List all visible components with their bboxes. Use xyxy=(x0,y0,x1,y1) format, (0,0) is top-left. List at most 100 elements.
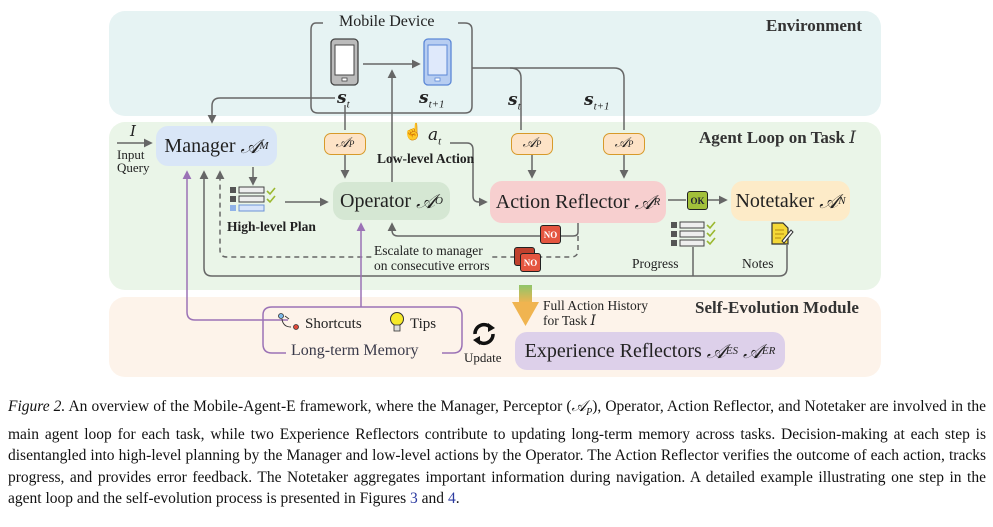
input-query-var: I xyxy=(130,122,136,141)
checkmark-icon xyxy=(266,195,276,204)
action-reflector-symbol: 𝒜 xyxy=(634,190,654,214)
state-next-label: st+1 xyxy=(419,88,445,110)
action-symbol: a xyxy=(428,125,439,145)
figure-caption: Figure 2. An overview of the Mobile-Agen… xyxy=(8,396,986,510)
progress-label: Progress xyxy=(632,256,679,271)
escalate-line2: on consecutive errors xyxy=(374,258,490,273)
lightbulb-icon xyxy=(390,312,404,332)
input-label-line2: Query xyxy=(117,160,150,175)
tap-hand-icon: ☝ xyxy=(403,124,423,141)
state-sub: t+1 xyxy=(593,100,610,113)
caption-text: . xyxy=(455,490,460,508)
shortcuts-label: Shortcuts xyxy=(305,316,362,332)
full-history-task-var: I xyxy=(590,313,596,329)
experience-reflectors-label: Experience Reflectors xyxy=(524,339,702,362)
checkmark-icon xyxy=(706,229,716,238)
experience-reflector-symbol: 𝒜 xyxy=(706,339,726,363)
low-level-action-label: Low-level Action xyxy=(377,151,475,166)
phone-icon-next xyxy=(423,38,452,86)
caption-text: and xyxy=(417,490,448,508)
checkmark-icon xyxy=(266,187,276,196)
experience-reflector-symbol: 𝒜 xyxy=(742,339,762,363)
input-var: I xyxy=(130,122,136,140)
connection-arrows xyxy=(117,22,788,354)
state-next-right-label: st+1 xyxy=(584,90,610,112)
state-sub: t xyxy=(517,100,521,113)
perceptor-symbol: 𝒜 xyxy=(522,136,536,151)
refresh-cycle-icon xyxy=(473,322,495,346)
operator-sub: O xyxy=(435,195,443,207)
caption-perceptor-sub: P xyxy=(586,407,593,419)
manager-symbol: 𝒜 xyxy=(240,134,260,158)
experience-reflector-sub: ER xyxy=(761,345,776,357)
state-symbol: s xyxy=(584,90,594,110)
notetaker-sub: N xyxy=(838,195,846,207)
full-history-line1: Full Action History xyxy=(543,298,649,313)
progress-list-icon xyxy=(671,221,716,247)
high-level-plan-label: High-level Plan xyxy=(227,219,316,234)
agent-loop-title-text: Agent Loop on Task xyxy=(699,128,845,147)
manager-label: Manager xyxy=(164,134,236,157)
caption-perceptor-symbol: 𝒜 xyxy=(571,397,587,415)
figure-ref-link[interactable]: 3 xyxy=(410,490,418,508)
action-sub: t xyxy=(438,135,442,148)
agent-loop-task-var: I xyxy=(849,128,856,148)
update-label: Update xyxy=(464,350,502,365)
caption-text: An overview of the Mobile-Agent-E framew… xyxy=(65,398,572,415)
agent-loop-title: Agent Loop on Task I xyxy=(699,128,856,148)
state-sub: t+1 xyxy=(428,98,445,111)
manager-sub: M xyxy=(259,140,269,152)
operator-symbol: 𝒜 xyxy=(416,189,436,213)
notetaker-symbol: 𝒜 xyxy=(819,189,839,213)
input-label-line1: Input xyxy=(117,147,145,162)
long-term-memory-frame xyxy=(262,306,463,354)
figure-label: Figure 2. xyxy=(8,398,66,415)
state-current-right-label: st xyxy=(508,90,521,112)
perceptor-symbol: 𝒜 xyxy=(614,136,628,151)
plan-list-icon xyxy=(230,186,276,212)
error-badge: NO xyxy=(540,225,561,244)
perceptor-sub: P xyxy=(348,139,355,149)
checkmark-icon xyxy=(706,221,716,230)
state-symbol: s xyxy=(419,88,429,108)
state-current-label: st xyxy=(337,88,350,110)
environment-title: Environment xyxy=(766,16,863,35)
phone-icon xyxy=(330,38,359,86)
ok-badge: OK xyxy=(687,191,708,210)
experience-reflector-sub: ES xyxy=(725,345,738,357)
notes-icon xyxy=(771,222,794,245)
error-badge-stack: NO xyxy=(520,253,541,272)
mobile-device-label: Mobile Device xyxy=(336,13,438,31)
action-var: at xyxy=(428,125,441,147)
perceptor-sub: P xyxy=(627,139,634,149)
state-symbol: s xyxy=(508,90,518,110)
caption-text: ), Operator, Action Reflector, and Notet… xyxy=(8,398,986,508)
long-term-memory-title: Long-term Memory xyxy=(291,342,419,359)
action-reflector-label: Action Reflector xyxy=(495,190,630,213)
perceptor-sub: P xyxy=(535,139,542,149)
checkmark-icon xyxy=(706,237,716,246)
tips-label: Tips xyxy=(410,316,437,332)
notes-label: Notes xyxy=(742,256,774,271)
state-sub: t xyxy=(346,98,350,111)
perceptor-symbol: 𝒜 xyxy=(335,136,349,151)
action-reflector-sub: R xyxy=(653,196,661,208)
notetaker-label: Notetaker xyxy=(735,189,815,212)
operator-label: Operator xyxy=(340,189,412,212)
state-symbol: s xyxy=(337,88,347,108)
full-history-line2: for Task xyxy=(543,313,588,328)
self-evolution-title: Self-Evolution Module xyxy=(695,298,859,317)
shortcut-path-icon xyxy=(278,313,299,330)
figure-ref-link[interactable]: 4 xyxy=(447,490,456,508)
